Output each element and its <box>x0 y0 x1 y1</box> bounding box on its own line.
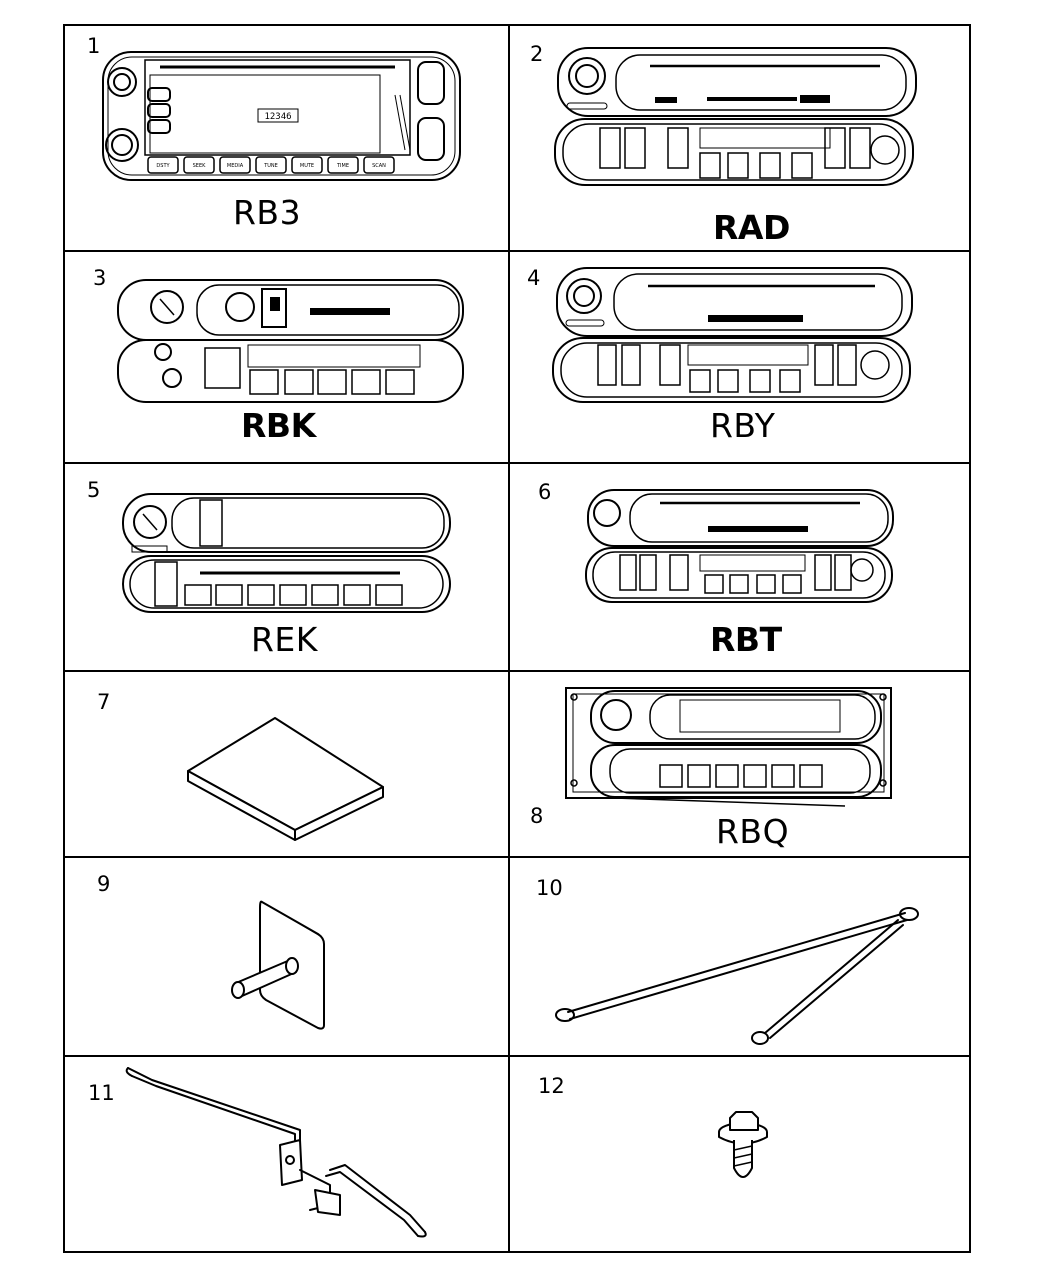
rb3-button-label: TUNE <box>263 163 278 169</box>
rb3-button-label: SEEK <box>193 163 206 169</box>
rb3-button <box>219 156 251 174</box>
rb3-button-label: MEDIA <box>227 163 244 169</box>
radio-code-label: RB3 <box>233 193 302 232</box>
item-number: 4 <box>527 266 541 290</box>
rb3-button <box>255 156 287 174</box>
rb3-button <box>363 156 395 174</box>
item-number: 12 <box>538 1074 565 1098</box>
display-readout: 12346 <box>264 112 291 122</box>
item-number: 10 <box>536 876 563 900</box>
rb3-button-label: SCAN <box>372 163 386 169</box>
item-number: 6 <box>538 480 552 504</box>
rb3-button-label: TIME <box>336 163 349 169</box>
rb3-button <box>147 156 179 174</box>
rb3-button <box>291 156 323 174</box>
item-number: 11 <box>88 1081 115 1105</box>
column-divider <box>508 26 510 1251</box>
radio-code-label: RBK <box>241 406 316 445</box>
radio-code-label: RAD <box>713 208 790 247</box>
row-divider <box>65 670 969 672</box>
radio-code-label: REK <box>251 620 318 659</box>
rb3-button <box>327 156 359 174</box>
rb3-button-label: DSTY <box>156 163 170 169</box>
radio-code-label: RBT <box>710 620 782 659</box>
item-number: 9 <box>97 872 111 896</box>
item-number: 5 <box>87 478 101 502</box>
row-divider <box>65 250 969 252</box>
radio-code-label: RBQ <box>716 812 790 851</box>
row-divider <box>65 462 969 464</box>
item-number: 1 <box>87 34 101 58</box>
rb3-button <box>183 156 215 174</box>
rb3-button-label: MUTE <box>300 163 314 169</box>
item-number: 8 <box>530 804 544 828</box>
item-number: 2 <box>530 42 544 66</box>
parts-grid <box>63 24 971 1253</box>
item-number: 7 <box>97 690 111 714</box>
radio-code-label: RBY <box>710 406 776 445</box>
row-divider <box>65 856 969 858</box>
item-number: 3 <box>93 266 107 290</box>
row-divider <box>65 1055 969 1057</box>
